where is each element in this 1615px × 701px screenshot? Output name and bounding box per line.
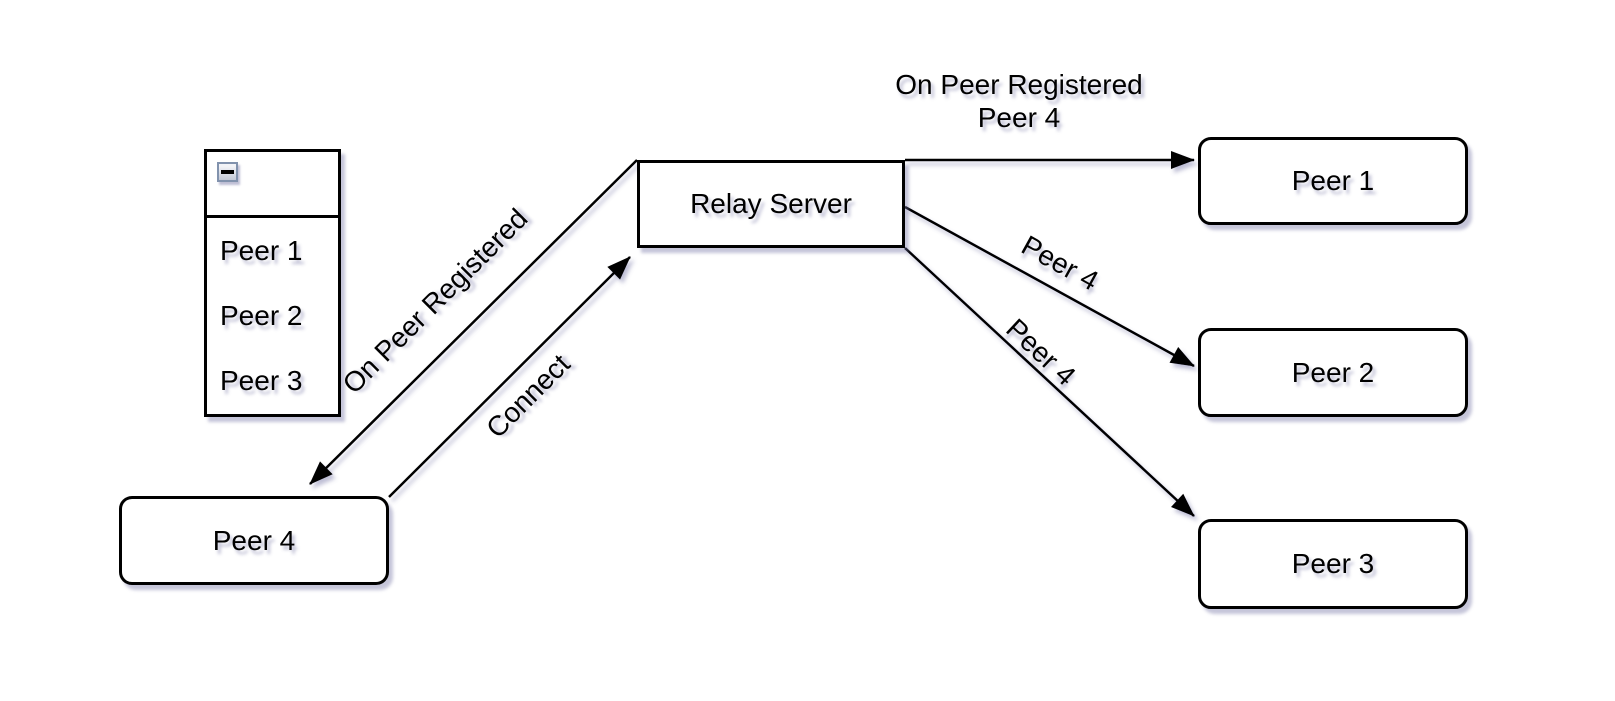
node-label: Peer 2 bbox=[1291, 356, 1375, 388]
node-label: Peer 4 bbox=[212, 524, 296, 556]
edge-label-line: On Peer Registered bbox=[895, 69, 1143, 100]
edge-relay-to-peer2[interactable] bbox=[904, 205, 1195, 368]
peer4-node[interactable]: Peer 4 bbox=[119, 496, 389, 585]
collapse-minus-icon[interactable] bbox=[217, 162, 238, 182]
edge-relay-to-peer4[interactable] bbox=[309, 159, 638, 485]
peer-list-item[interactable]: Peer 3 bbox=[220, 365, 303, 397]
peer-list-item[interactable]: Peer 1 bbox=[220, 234, 303, 266]
peer-list-group[interactable]: Peer 1 Peer 2 Peer 3 bbox=[204, 149, 341, 417]
node-label: Peer 3 bbox=[1291, 548, 1375, 579]
peer1-node[interactable]: Peer 1 bbox=[1198, 137, 1468, 225]
peer-list-item[interactable]: Peer 2 bbox=[220, 299, 303, 331]
peer-list-body: Peer 1 Peer 2 Peer 3 bbox=[207, 218, 338, 414]
node-label: Peer 1 bbox=[1291, 165, 1375, 196]
relay-server-node[interactable]: Relay Server bbox=[637, 160, 905, 248]
peer3-node[interactable]: Peer 3 bbox=[1198, 519, 1468, 609]
edge-peer4-to-relay[interactable] bbox=[388, 256, 631, 498]
edge-label-line: Peer 4 bbox=[977, 102, 1061, 133]
peer-list-group-header bbox=[207, 152, 338, 218]
node-label: Relay Server bbox=[690, 188, 852, 219]
peer2-node[interactable]: Peer 2 bbox=[1198, 328, 1468, 417]
edge-label-relay-to-peer1[interactable]: On Peer Registered Peer 4 bbox=[895, 68, 1142, 134]
edge-relay-to-peer3[interactable] bbox=[904, 247, 1195, 517]
